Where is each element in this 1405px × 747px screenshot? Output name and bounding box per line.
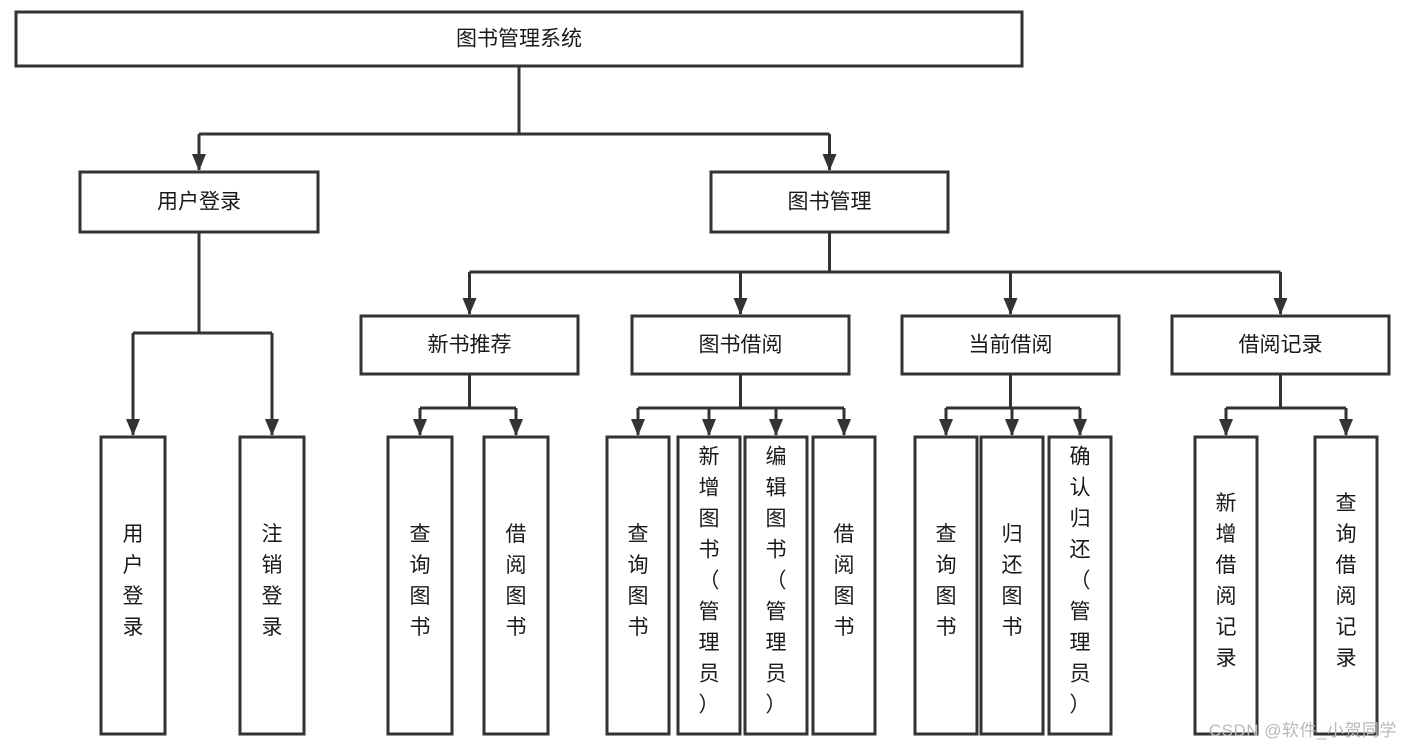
node-label: 借阅图书 [834,523,855,639]
node-leaf-borrow-book-1[interactable]: 借阅图书 [482,435,550,736]
node-label: 新书推荐 [428,334,512,357]
arrow-head-icon [1273,298,1288,315]
node-box [605,435,671,736]
node-leaf-query-book-1[interactable]: 查询图书 [386,435,454,736]
node-leaf-query-book-2[interactable]: 查询图书 [605,435,671,736]
node-user-login[interactable]: 用户登录 [78,170,320,234]
arrow-head-icon [702,419,716,436]
node-label: 注销登录 [262,523,283,639]
node-book-manage[interactable]: 图书管理 [709,170,950,234]
node-box [630,314,851,376]
node-box [1170,314,1391,376]
node-label: 借阅记录 [1239,334,1323,357]
node-box [78,170,320,234]
node-box [238,435,306,736]
node-box [1193,435,1259,736]
node-leaf-confirm-return[interactable]: 确认归还（管理员） [1047,435,1113,736]
connector-layer [126,66,1353,436]
node-box [676,435,742,736]
node-leaf-borrow-book-2[interactable]: 借阅图书 [811,435,877,736]
node-label: 用户登录 [157,191,241,214]
node-undefined[interactable]: 图书管理系统 [14,10,1024,68]
node-label: 图书管理 [788,191,872,214]
node-label: 图书管理系统 [456,28,582,51]
arrow-head-icon [769,419,783,436]
arrow-head-icon [126,419,140,436]
arrow-head-icon [1339,419,1353,436]
node-box [709,170,950,234]
arrow-head-icon [1073,419,1087,436]
node-leaf-user-login[interactable]: 用户登录 [99,435,167,736]
node-box [979,435,1045,736]
arrow-head-icon [733,298,748,315]
node-label: 新增借阅记录 [1216,492,1237,670]
node-box [811,435,877,736]
node-box [482,435,550,736]
node-leaf-add-book[interactable]: 新增图书（管理员） [676,435,742,736]
node-leaf-edit-book[interactable]: 编辑图书（管理员） [743,435,809,736]
arrow-head-icon [1005,419,1019,436]
arrow-head-icon [837,419,851,436]
arrow-head-icon [462,298,477,315]
node-label: 确认归还（管理员） [1070,446,1091,717]
arrow-head-icon [509,419,523,436]
node-book-borrow[interactable]: 图书借阅 [630,314,851,376]
node-leaf-add-record[interactable]: 新增借阅记录 [1193,435,1259,736]
node-label: 编辑图书（管理员） [766,446,787,717]
node-label: 用户登录 [123,523,144,639]
node-box [359,314,580,376]
node-label: 图书借阅 [699,334,783,357]
node-box [14,10,1024,68]
node-box [913,435,979,736]
node-new-book-recommend[interactable]: 新书推荐 [359,314,580,376]
node-leaf-user-logout[interactable]: 注销登录 [238,435,306,736]
node-box [900,314,1121,376]
arrow-head-icon [939,419,953,436]
node-layer: 图书管理系统用户登录图书管理新书推荐图书借阅当前借阅借阅记录用户登录注销登录查询… [14,10,1391,736]
arrow-head-icon [631,419,645,436]
node-box [99,435,167,736]
node-box [743,435,809,736]
node-label: 新增图书（管理员） [699,446,720,717]
node-label: 归还图书 [1002,523,1023,639]
watermark-text: CSDN @软件_小贺同学 [1208,721,1397,740]
node-label: 当前借阅 [969,334,1053,357]
node-box [386,435,454,736]
node-label: 查询图书 [628,523,649,639]
node-box [1313,435,1379,736]
node-leaf-query-book-3[interactable]: 查询图书 [913,435,979,736]
node-current-borrow[interactable]: 当前借阅 [900,314,1121,376]
node-label: 查询借阅记录 [1336,492,1357,670]
node-box [1047,435,1113,736]
node-label: 查询图书 [410,523,431,639]
arrow-head-icon [1003,298,1018,315]
node-borrow-record[interactable]: 借阅记录 [1170,314,1391,376]
arrow-head-icon [822,154,837,171]
arrow-head-icon [265,419,279,436]
node-label: 查询图书 [936,523,957,639]
node-leaf-query-record[interactable]: 查询借阅记录 [1313,435,1379,736]
arrow-head-icon [1219,419,1233,436]
arrow-head-icon [192,154,206,171]
node-leaf-return-book[interactable]: 归还图书 [979,435,1045,736]
arrow-head-icon [413,419,427,436]
node-label: 借阅图书 [506,523,527,639]
